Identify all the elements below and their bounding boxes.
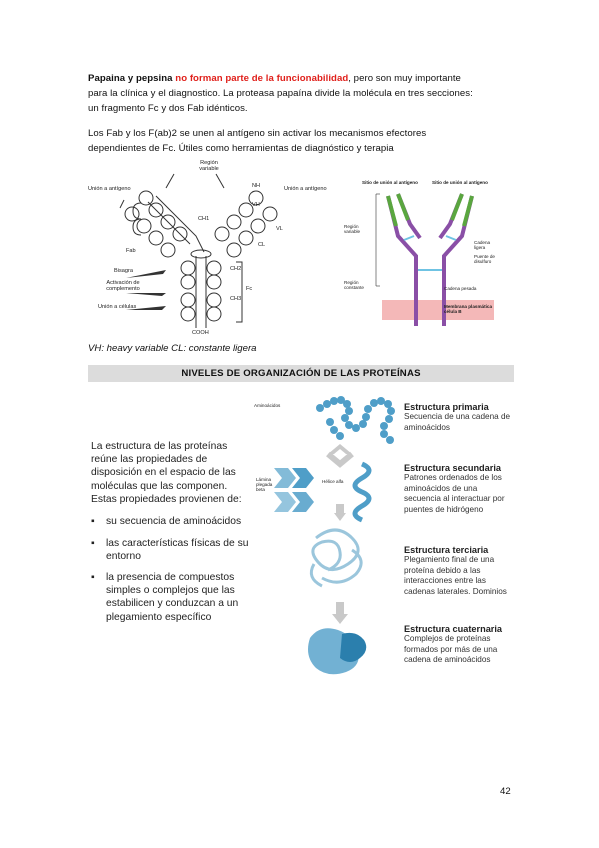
- secundaria-title: Estructura secundaria: [404, 463, 502, 473]
- label-puente-disulfuro: Puente de disulfuro: [474, 254, 495, 264]
- label-helice-alfa: Hélice alfa: [322, 479, 344, 484]
- bullet-icon: ▪: [91, 538, 95, 549]
- label-cooh: COOH: [192, 330, 209, 336]
- label-ch2: CH2: [230, 266, 242, 272]
- label-sitio-left: Sitio de unión al antígeno: [362, 180, 418, 185]
- intro-bold: Papaina y pepsina: [88, 73, 173, 84]
- structure-cuaternaria: Estructura cuaternaria Complejos de prot…: [404, 624, 519, 666]
- antibody-diagram-left: Región variable Unión a antígeno Unión a…: [86, 158, 336, 338]
- label-region-constante: Región constante: [344, 280, 364, 290]
- label-lamina-beta: Lámina plegada beta: [256, 477, 273, 492]
- bullet-item-2: ▪ las características físicas de su entor…: [91, 537, 291, 565]
- bullet-item-3: ▪ la presencia de compuestos simples o co…: [91, 571, 291, 627]
- bullet-item-1: ▪ su secuencia de aminoácidos: [91, 515, 291, 529]
- cuaternaria-title: Estructura cuaternaria: [404, 624, 503, 634]
- antibody-left-svg: [119, 173, 278, 328]
- intro2-line1: Los Fab y los F(ab)2 se unen al antígeno…: [88, 128, 427, 139]
- bullet-icon: ▪: [91, 572, 95, 583]
- label-union-antigeno-left: Unión a antígeno: [88, 186, 131, 192]
- figure-caption: VH: heavy variable CL: constante ligera: [88, 343, 257, 354]
- cuaternaria-desc-3: cadena de aminoácidos: [404, 655, 491, 665]
- terciaria-desc-1: Plegamiento final de una: [404, 555, 495, 564]
- primaria-desc-2: aminoácidos: [404, 422, 450, 432]
- bullet-text-2b: entorno: [106, 551, 141, 563]
- label-bisagra: Bisagra: [114, 268, 133, 274]
- page-number: 42: [500, 786, 511, 797]
- label-union-celulas: Unión a células: [98, 304, 137, 310]
- antibody-right-svg: [375, 193, 494, 326]
- cuaternaria-desc-2: formados por más de una: [404, 644, 498, 654]
- cuaternaria-desc-1: Complejos de proteínas: [404, 634, 491, 643]
- terciaria-title: Estructura terciaria: [404, 545, 489, 555]
- label-fab: Fab: [126, 248, 136, 254]
- label-vh: VH: [252, 202, 260, 208]
- protein-text-line2: reúne las propiedades de: [91, 454, 208, 466]
- protein-structures-svg: [274, 396, 395, 675]
- label-cadena-pesada: Cadena pesada: [444, 286, 477, 291]
- structure-terciaria: Estructura terciaria Plegamiento final d…: [404, 545, 519, 597]
- bullet-text-2a: las características físicas de su: [106, 538, 249, 549]
- protein-text-line1: La estructura de las proteínas: [91, 441, 228, 452]
- bullet-text-3a: la presencia de compuestos: [106, 572, 235, 583]
- label-region-variable-right: Región variable: [344, 224, 361, 234]
- label-cl: CL: [258, 242, 266, 248]
- label-vl: VL: [276, 226, 283, 232]
- intro-line3: un fragmento Fc y dos Fab idénticos.: [88, 103, 248, 114]
- primaria-desc-1: Secuencia de una cadena de: [404, 412, 511, 421]
- intro-paragraph-2: Los Fab y los F(ab)2 se unen al antígeno…: [88, 126, 528, 156]
- label-nh: NH: [252, 183, 261, 189]
- intro2-line2: dependientes de Fc. Útiles como herramie…: [88, 143, 394, 154]
- secundaria-desc-2: aminoácidos de una: [404, 483, 478, 493]
- label-membrana: Membrana plasmática célula B: [444, 304, 492, 314]
- label-ch3: CH3: [230, 296, 242, 302]
- intro-red-highlight: no forman parte de la funcionabilidad: [175, 73, 349, 84]
- protein-intro-text: La estructura de las proteínas reúne las…: [91, 440, 281, 506]
- structure-secundaria: Estructura secundaria Patrones ordenados…: [404, 463, 519, 515]
- label-ch1: CH1: [198, 216, 210, 222]
- label-aminoacidos: Aminoácidos: [254, 403, 281, 408]
- bullet-text-1: su secuencia de aminoácidos: [106, 516, 242, 527]
- label-fc: Fc: [246, 286, 253, 292]
- secundaria-desc-3: secuencia al interactuar por: [404, 494, 505, 504]
- label-cadena-ligera: Cadena ligera: [474, 240, 491, 250]
- bullet-text-3b: simples o complejos que las: [106, 585, 235, 597]
- secundaria-desc-1: Patrones ordenados de los: [404, 473, 502, 482]
- bullet-icon: ▪: [91, 516, 95, 527]
- protein-structures-illustration: Aminoácidos Lámina plegada beta Hélice a…: [250, 388, 400, 678]
- terciaria-desc-2: proteína debido a las: [404, 565, 481, 575]
- bullet-text-3d: plegamiento específico: [106, 611, 212, 623]
- label-union-antigeno-right: Unión a antígeno: [284, 186, 327, 192]
- primaria-title: Estructura primaria: [404, 402, 489, 412]
- protein-text-line4: moléculas que las componen.: [91, 480, 228, 492]
- antibody-diagram-right: Sitio de unión al antígeno Sitio de unió…: [340, 176, 500, 326]
- section-banner: NIVELES DE ORGANIZACIÓN DE LAS PROTEÍNAS: [88, 365, 514, 382]
- structure-primaria: Estructura primaria Secuencia de una cad…: [404, 402, 519, 433]
- protein-text-line5: Estas propiedades provienen de:: [91, 493, 242, 505]
- label-activacion: Activación de complemento: [106, 280, 140, 292]
- label-region-variable: Región variable: [199, 160, 219, 172]
- terciaria-desc-3: interacciones entre las: [404, 576, 486, 586]
- bullet-text-3c: estabilicen y conduzcan a un: [106, 598, 239, 610]
- secundaria-desc-4: puentes de hidrógeno: [404, 504, 484, 514]
- intro-line1-rest: , pero son muy importante: [348, 73, 461, 84]
- terciaria-desc-4: cadenas laterales. Dominios: [404, 586, 507, 596]
- intro-paragraph-1: Papaina y pepsina no forman parte de la …: [88, 71, 528, 116]
- label-sitio-right: Sitio de unión al antígeno: [432, 180, 488, 185]
- intro-line2: para la clínica y el diagnostico. La pro…: [88, 88, 473, 99]
- protein-text-line3: disposición en el espacio de las: [91, 467, 236, 479]
